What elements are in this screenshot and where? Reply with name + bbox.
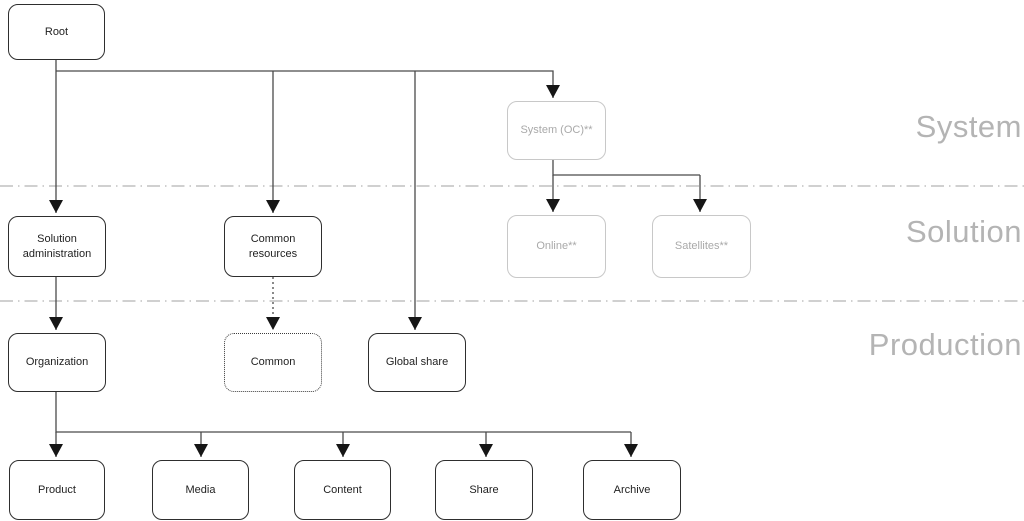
- node-media-label: Media: [185, 483, 216, 496]
- node-content-label: Content: [323, 483, 362, 496]
- node-satellites-label: Satellites**: [674, 240, 729, 253]
- connector-root-to-system-oc: [56, 70, 560, 98]
- zone-label-system: System: [915, 109, 1022, 144]
- node-common-resources: Common resources: [224, 216, 322, 277]
- node-global-share-label: Global share: [385, 356, 449, 369]
- node-solution-administration: Solution administration: [8, 216, 106, 277]
- node-media: Media: [152, 460, 249, 520]
- node-system-oc: System (OC)**: [507, 101, 606, 160]
- node-root: Root: [8, 4, 105, 60]
- node-online: Online**: [507, 215, 606, 278]
- node-share: Share: [435, 460, 533, 520]
- node-product-label: Product: [38, 483, 76, 496]
- connector-organization-branch: [55, 392, 631, 433]
- node-archive: Archive: [583, 460, 681, 520]
- node-content: Content: [294, 460, 391, 520]
- node-share-label: Share: [469, 483, 499, 496]
- node-system-oc-label: System (OC)**: [520, 124, 593, 137]
- node-common-label: Common: [250, 356, 296, 369]
- node-common: Common: [224, 333, 322, 392]
- node-root-label: Root: [44, 25, 69, 38]
- node-common-resources-label: Common resources: [248, 232, 298, 260]
- node-organization-label: Organization: [25, 356, 89, 369]
- zone-label-solution: Solution: [905, 214, 1022, 249]
- node-satellites: Satellites**: [652, 215, 751, 278]
- node-solution-administration-label: Solution administration: [22, 232, 92, 260]
- node-global-share: Global share: [368, 333, 466, 392]
- node-archive-label: Archive: [613, 483, 651, 496]
- node-organization: Organization: [8, 333, 106, 392]
- node-product: Product: [9, 460, 105, 520]
- node-online-label: Online**: [536, 240, 577, 253]
- zone-label-production: Production: [868, 327, 1022, 362]
- connector-system-oc-branch: [552, 160, 700, 176]
